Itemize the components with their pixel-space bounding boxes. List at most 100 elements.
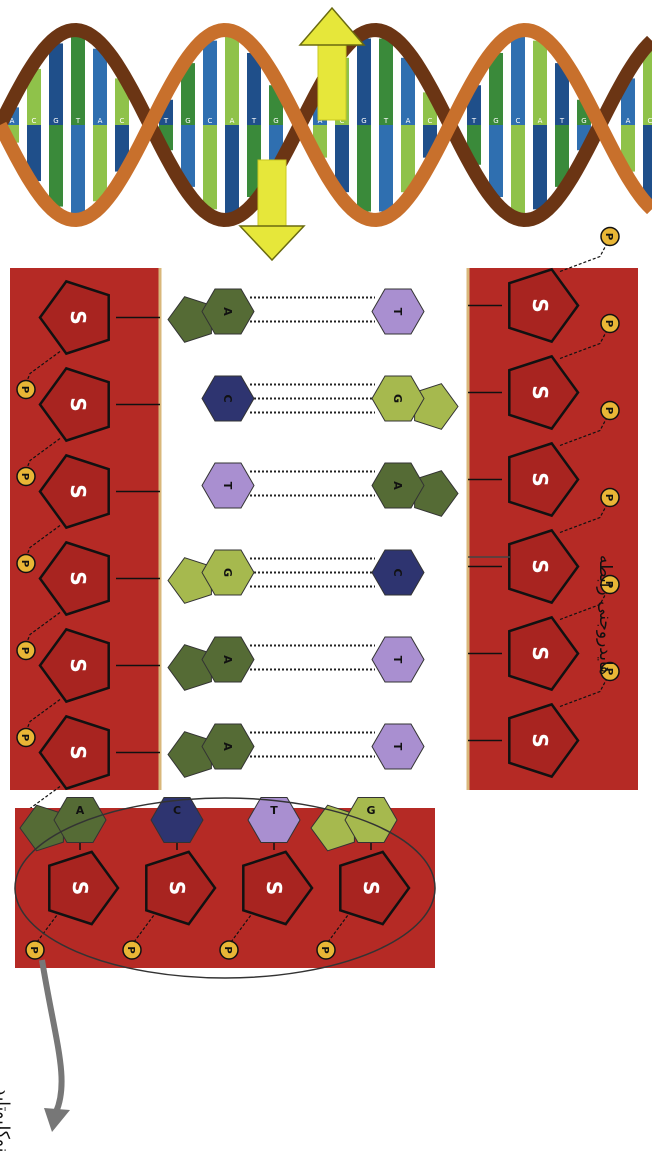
helix-rung [181,125,195,187]
phosphate-label: P [19,560,30,567]
base-a: A [167,288,255,343]
base-c: C [150,797,204,843]
phosphate: P [600,226,620,247]
sugar-label: S [528,646,552,660]
sugar-label: S [66,310,90,324]
phosphate: P [16,553,36,574]
helix-letter: G [53,117,58,125]
helix-letter: A [10,117,15,125]
base-a: A [19,797,107,852]
sugar-pentagon: S [508,528,580,605]
helix-rung [357,38,371,125]
base-letter: G [221,568,234,577]
helix-letter: A [626,117,631,125]
sugar-label: S [66,658,90,672]
sugar-label: S [528,472,552,486]
backbone-left [10,268,160,790]
sugar-pentagon: S [508,615,580,692]
helix-letter: G [185,117,190,125]
helix-rung [533,40,547,126]
helix-letter: C [516,117,521,125]
phosphate: P [122,940,142,960]
nucleotide-outline [14,797,436,979]
base-g: G [310,797,398,852]
helix-letter: T [471,117,477,125]
helix-rung [225,37,239,125]
sugar-pentagon: S [38,714,110,791]
sugar-label: S [66,571,90,585]
base-t: T [201,462,255,509]
sugar-label: S [359,881,383,895]
base-letter: A [76,804,85,817]
helix-letter: G [493,117,498,125]
helix-rung [27,68,41,125]
helix-rung [49,43,63,125]
base-letter: A [391,481,404,490]
base-pair-row: S P S P A T [16,226,620,400]
helix-rung [533,125,547,210]
phosphate: P [16,466,36,487]
sugar-label: S [66,745,90,759]
sugar-pentagon: S [508,441,580,518]
helix-rung [357,125,371,212]
helix-rung [511,37,525,125]
nucleotide-unit: PSG [310,797,411,960]
helix-rung [225,125,239,213]
helix-letter: C [340,117,345,125]
base-letter: A [221,307,234,316]
sugar-pentagon: S [508,267,580,344]
phosphate-label: P [19,386,30,393]
helix-letter: G [361,117,366,125]
base-letter: T [270,804,278,817]
helix-rung [247,52,261,125]
base-g: G [167,549,255,604]
phosphate-label: P [28,946,39,953]
base-letter: C [221,394,234,402]
nucleotide-label: نوکلیوتاید [0,1087,13,1153]
sugar-pentagon: S [508,354,580,431]
phosphate-label: P [603,233,614,240]
base-letter: T [391,308,404,316]
nucleotide-unit: PSC [122,797,217,960]
phosphate-label: P [125,946,136,953]
helix-letter: T [559,117,565,125]
helix-letter: C [648,117,652,125]
helix-letter: A [98,117,103,125]
base-letter: A [221,742,234,751]
helix-letter: C [32,117,37,125]
helix-letter: A [538,117,543,125]
helix-letter: A [230,117,235,125]
phosphate: P [600,487,620,508]
base-letter: G [391,394,404,403]
sugar-label: S [528,733,552,747]
base-letter: C [391,568,404,576]
base-a: A [167,636,255,691]
helix-rung [335,125,349,193]
base-t: T [371,723,425,770]
helix-strand-b [0,22,652,228]
helix-rung [489,52,503,125]
helix-letter: C [428,117,433,125]
base-letter: T [391,743,404,751]
phosphate: P [600,661,620,682]
phosphate: P [25,940,45,960]
base-pair-row: S P S P A T [16,661,620,835]
phosphate: P [219,940,239,960]
sugar-label: S [66,397,90,411]
sugar-pentagon: S [38,366,110,443]
helix-letter: T [383,117,389,125]
phosphate: P [16,727,36,748]
base-c: C [201,375,255,422]
base-letter: T [221,482,234,490]
base-region [160,268,468,790]
phosphate-label: P [603,581,614,588]
base-pair-row: S P S P T A [16,400,620,574]
sugar-label: S [68,881,92,895]
helix-rung [643,48,652,125]
hydrogen-bond-label: هایدروجنی رابطه [595,554,616,676]
helix-rung [555,63,569,125]
